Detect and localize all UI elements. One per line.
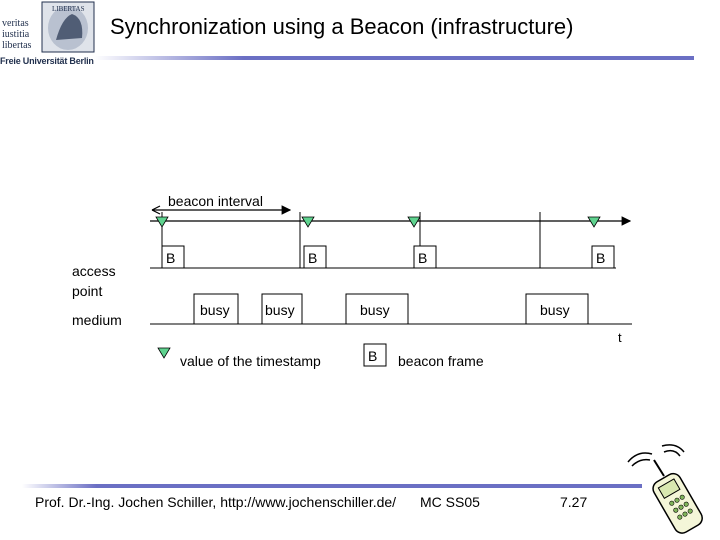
mobile-phone-icon xyxy=(627,444,703,534)
busy-box xyxy=(345,293,409,325)
legend-timestamp-label: value of the timestamp xyxy=(180,353,321,369)
beacon-interval-label: beacon interval xyxy=(168,193,263,209)
legend-beacon-label: beacon frame xyxy=(398,353,484,369)
timestamp-marker xyxy=(155,216,169,228)
beacon-frame: B xyxy=(303,245,327,269)
footer-page-number: 7.27 xyxy=(560,494,588,510)
busy-box xyxy=(261,293,303,325)
logo-motto-line: libertas xyxy=(2,40,32,51)
access-point-label: point xyxy=(72,283,102,299)
beacon-frame-label: B xyxy=(166,250,175,266)
beacon-frame-label: B xyxy=(418,250,427,266)
slide-title: Synchronization using a Beacon (infrastr… xyxy=(110,14,574,39)
beacon-frame-label: B xyxy=(596,250,605,266)
access-point-label: access xyxy=(72,263,116,279)
timestamp-marker xyxy=(301,216,315,228)
access-point-label-line: point xyxy=(72,283,102,299)
beacon-interval-arrow-tail xyxy=(151,205,161,211)
beacon-interval-arrow-tail xyxy=(151,209,161,215)
logo-emblem-icon: LIBERTAS xyxy=(41,1,95,53)
busy-label: busy xyxy=(360,302,390,318)
timestamp-marker xyxy=(587,216,601,228)
medium-label: medium xyxy=(72,312,122,328)
time-axis-label: t xyxy=(618,330,622,345)
footer-course: MC SS05 xyxy=(420,494,480,510)
beacon-frame-label: B xyxy=(308,250,317,266)
busy-label: busy xyxy=(540,302,570,318)
svg-text:LIBERTAS: LIBERTAS xyxy=(52,5,85,13)
beacon-frame: B xyxy=(161,245,185,269)
busy-label: busy xyxy=(200,302,230,318)
footer-bar xyxy=(22,484,642,488)
legend-timestamp-icon xyxy=(157,347,171,359)
busy-box xyxy=(193,293,239,325)
busy-label: busy xyxy=(265,302,295,318)
title-underline-bar xyxy=(94,56,694,60)
logo-motto-line: veritas xyxy=(2,18,29,29)
beacon-frame: B xyxy=(413,245,437,269)
logo-motto-line: iustitia xyxy=(2,29,30,40)
footer-author: Prof. Dr.-Ing. Jochen Schiller, http://w… xyxy=(35,494,397,510)
access-point-label-line: access xyxy=(72,263,116,279)
timestamp-marker xyxy=(407,216,421,228)
logo-caption: Freie Universität Berlin xyxy=(0,56,94,66)
legend-beacon-icon xyxy=(363,343,387,367)
logo-motto: veritas iustitia libertas xyxy=(2,18,31,51)
beacon-frame: B xyxy=(591,245,615,269)
legend-beacon-symbol: B xyxy=(368,348,377,364)
university-logo: LIBERTAS xyxy=(0,0,96,72)
